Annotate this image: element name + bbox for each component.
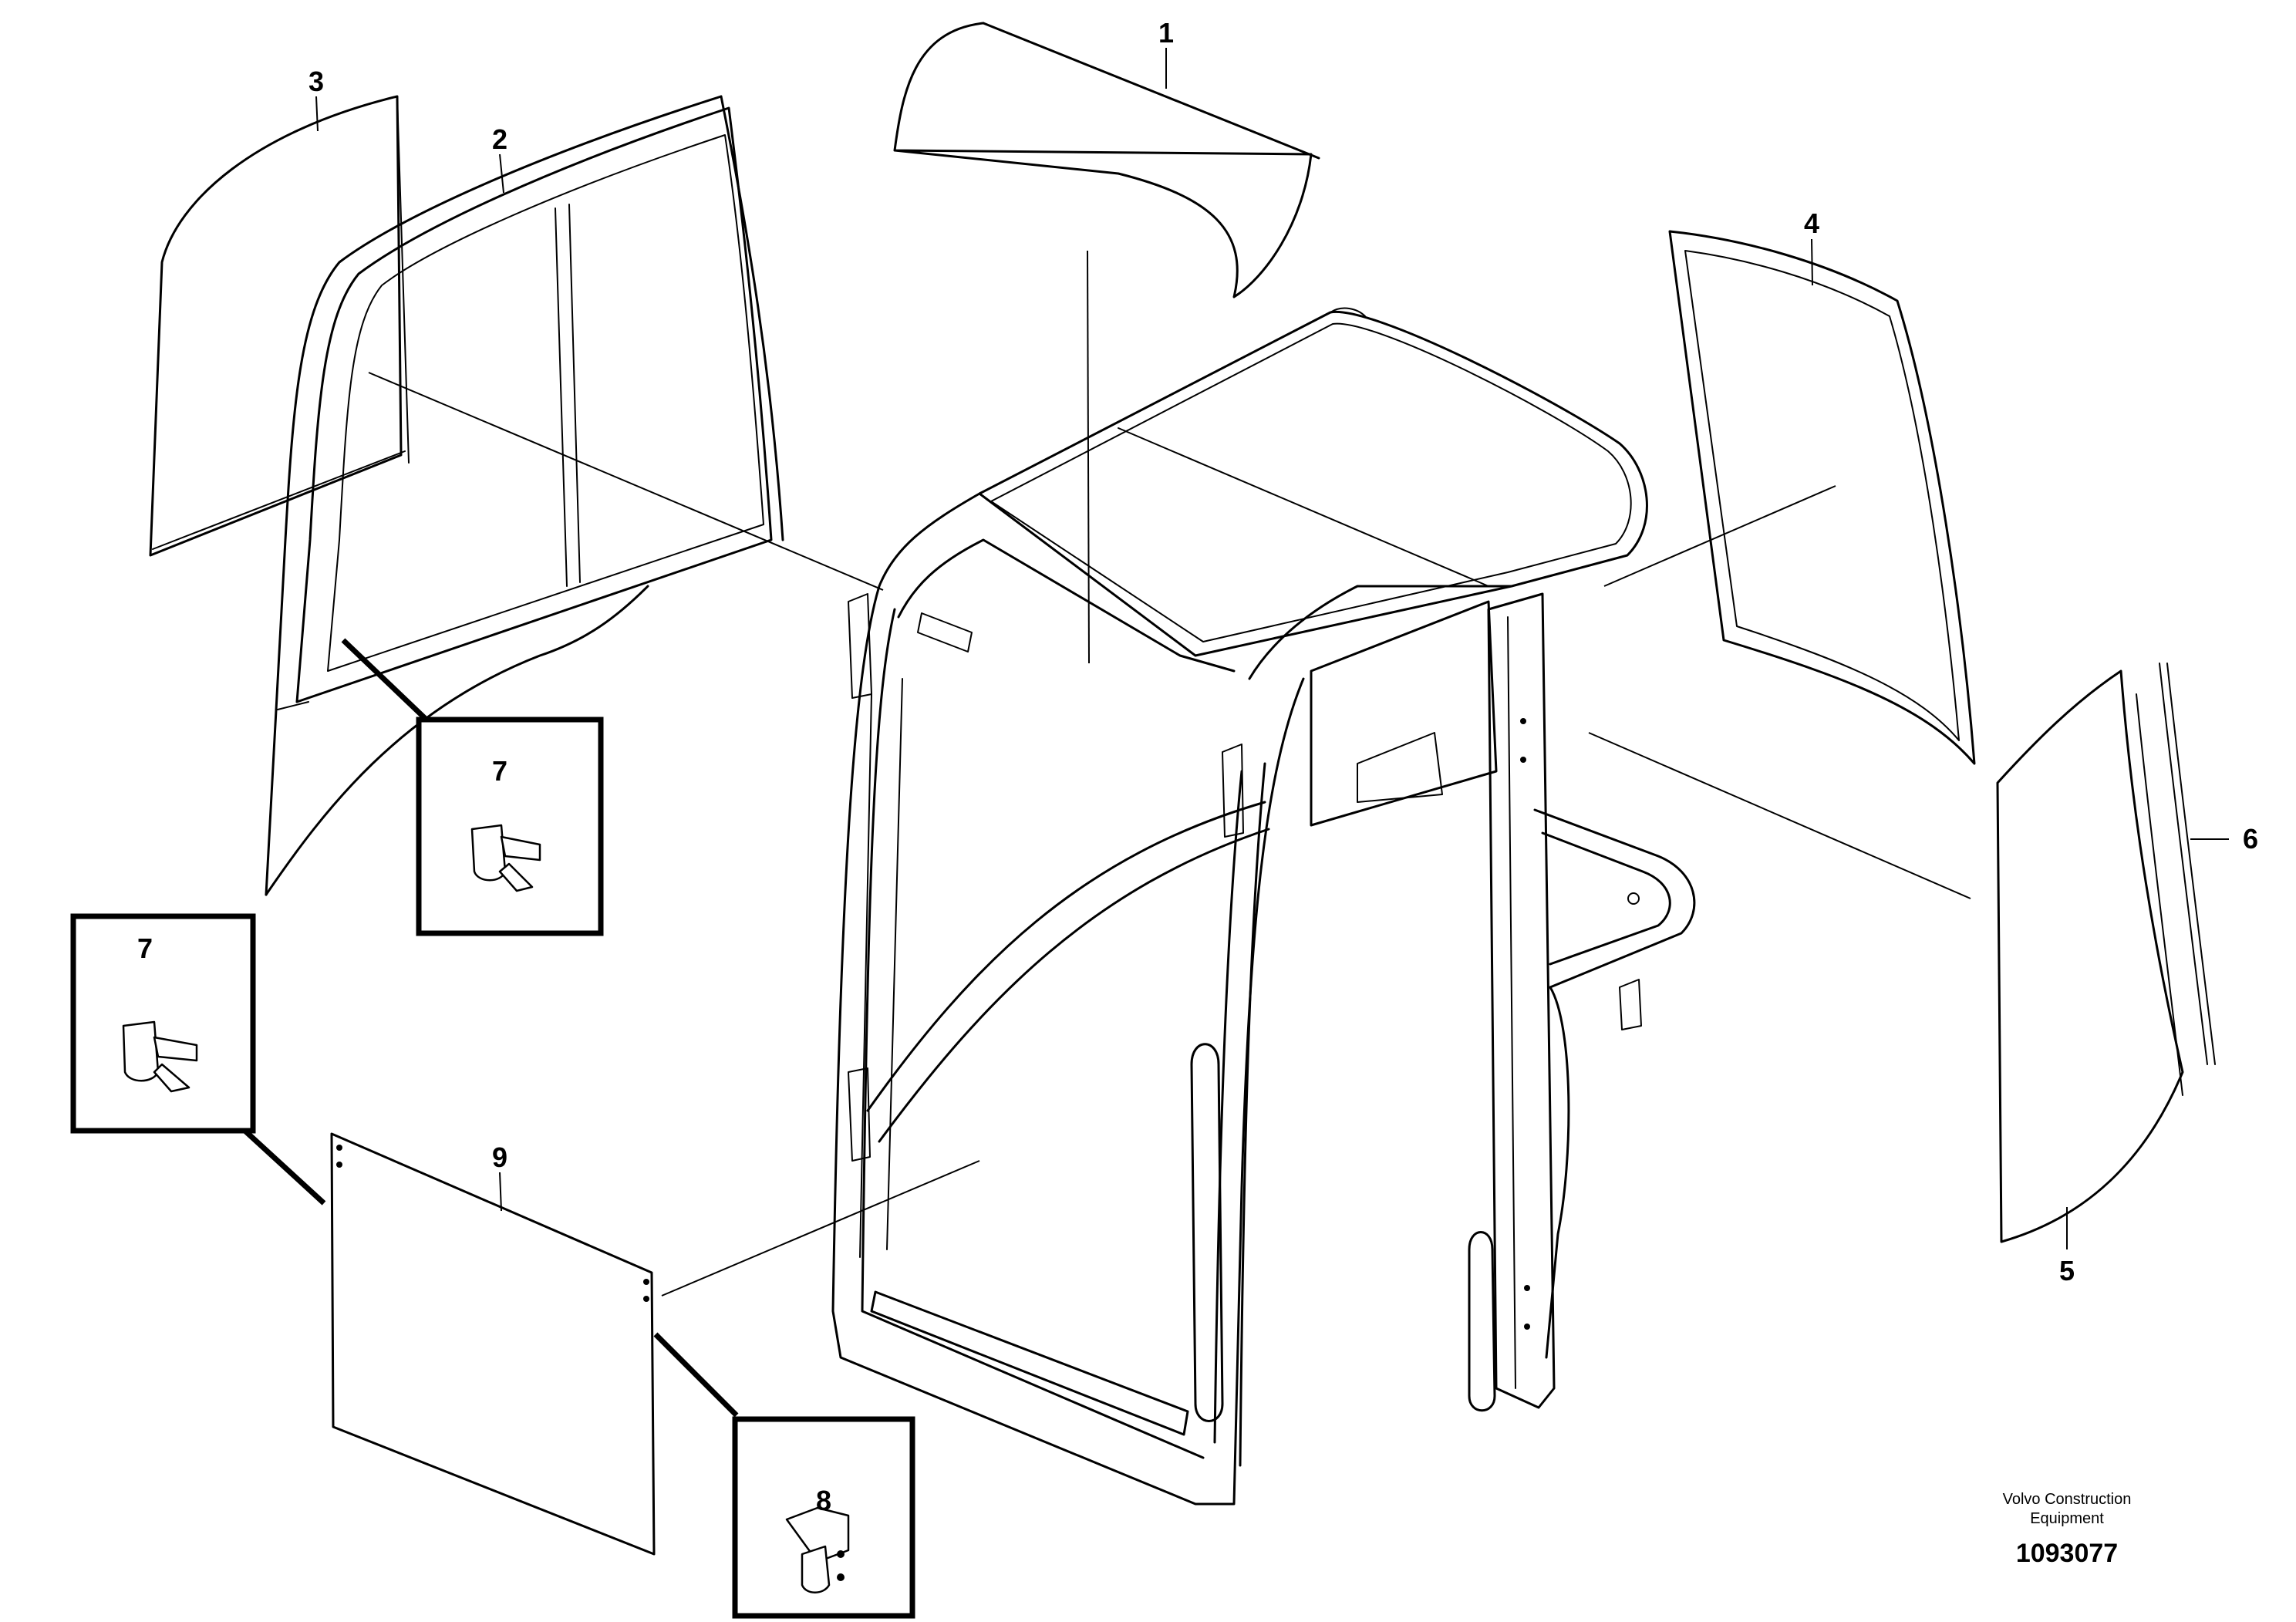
side-glass-part-4	[1668, 230, 1976, 765]
door-frame-part-2	[265, 95, 784, 896]
side-glass-part-3	[149, 95, 410, 557]
callout-4: 4	[1804, 207, 1819, 239]
callout-3: 3	[308, 66, 324, 97]
callout-7-lower: 7	[137, 932, 153, 964]
rear-glass-part-5	[1996, 669, 2184, 1243]
callout-2: 2	[492, 123, 507, 155]
credit-line-2: Equipment	[2030, 1510, 2104, 1527]
callout-5: 5	[2059, 1255, 2075, 1286]
callout-1: 1	[1158, 17, 1174, 49]
credit-line-1: Volvo Construction	[2003, 1491, 2132, 1508]
detail-box-clip-7-upper	[416, 717, 604, 936]
cab-frame	[831, 307, 1696, 1506]
detail-box-clip-8	[732, 1416, 915, 1619]
callout-7-upper: 7	[492, 755, 507, 787]
callout-6: 6	[2243, 823, 2258, 855]
roof-glass-part-1	[893, 22, 1320, 298]
front-lower-glass-part-9	[330, 1132, 656, 1556]
callout-8: 8	[816, 1485, 831, 1516]
detail-box-clip-7-lower	[70, 913, 256, 1134]
document-number: 1093077	[2016, 1539, 2118, 1568]
seal-strips-part-6	[2136, 663, 2216, 1096]
callout-9: 9	[492, 1141, 507, 1173]
